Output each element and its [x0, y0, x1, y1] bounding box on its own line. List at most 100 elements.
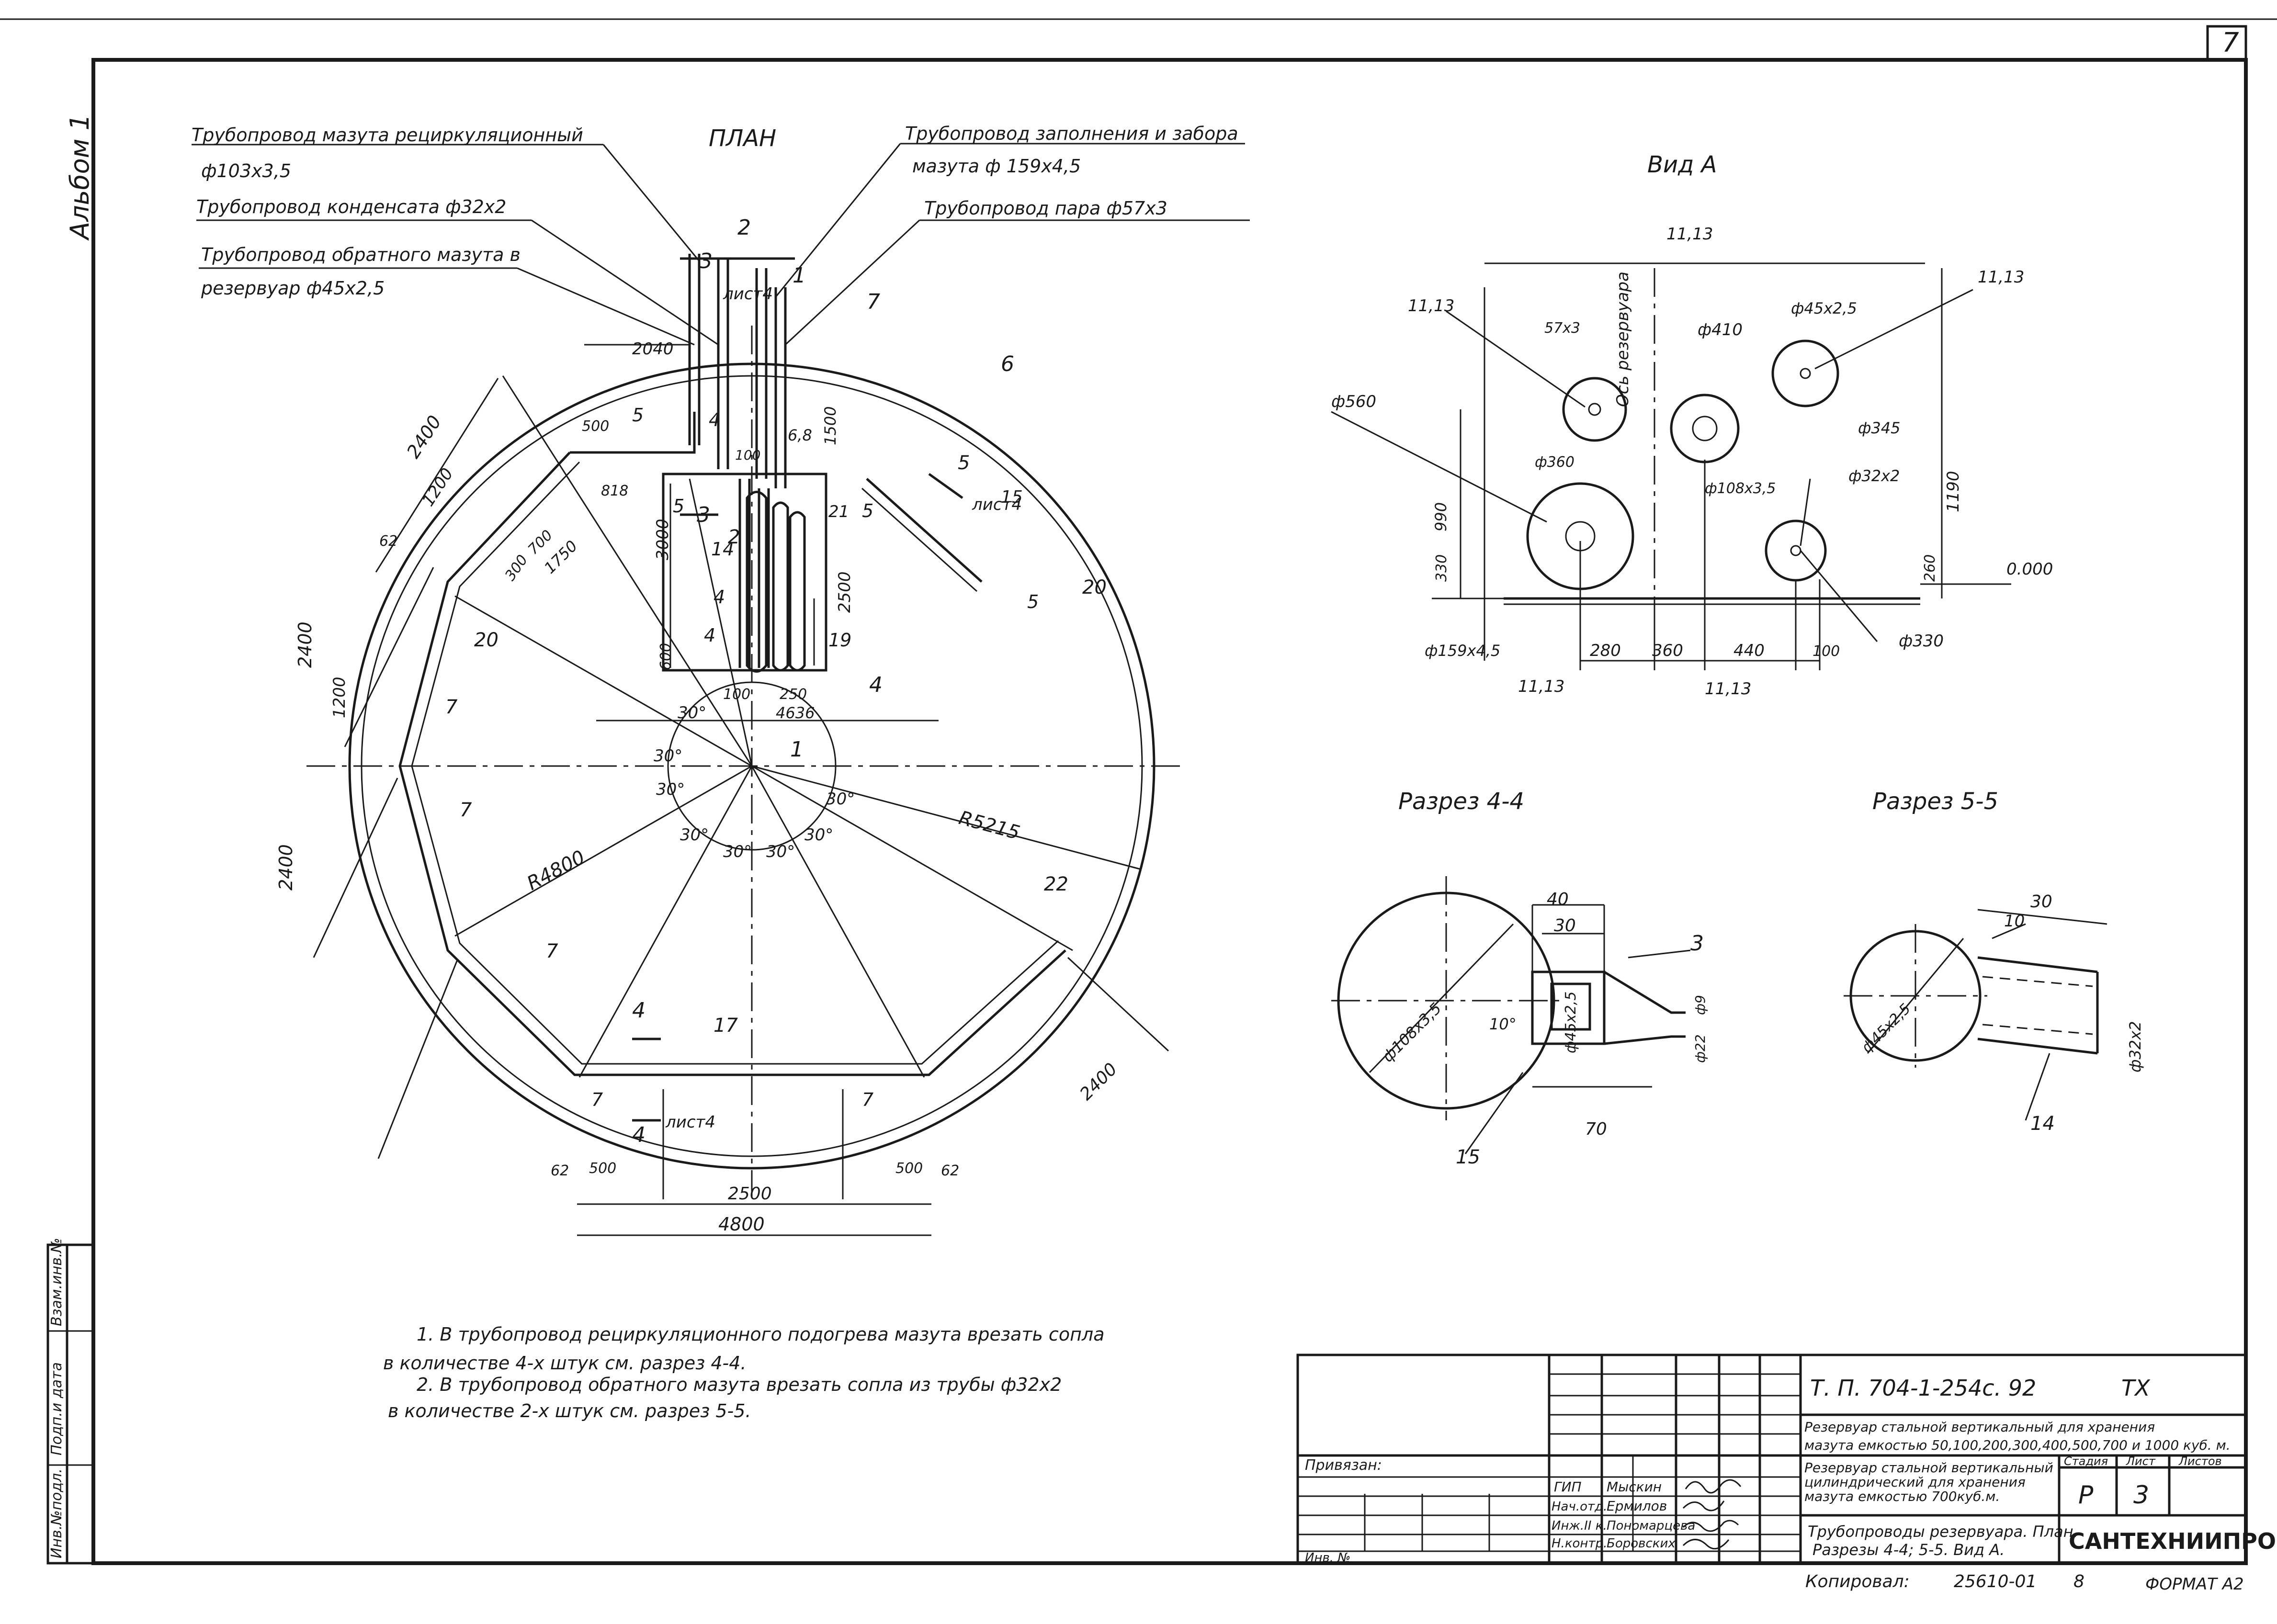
mark-6: 6	[1001, 352, 1014, 376]
label-d345: ф345	[1858, 419, 1900, 437]
mark-2-mid: 2	[728, 526, 740, 548]
mark-3-top: 3	[699, 249, 713, 273]
mark-2-top: 2	[737, 215, 751, 240]
tb-inv: Инв. №	[1305, 1551, 1350, 1565]
title-block: Т. П. 704-1-254с. 92 ТХ Резервуар стальн…	[1296, 1353, 2277, 1565]
angle-30-e: 30°	[723, 842, 752, 861]
tb-name-3: Пономарцева	[1607, 1519, 1695, 1533]
sheet-ref-b: лист4	[972, 495, 1022, 514]
tb-role-4: Н.контр.	[1552, 1536, 1607, 1551]
dim-4800: 4800	[718, 1214, 765, 1235]
dim-r5215: R5215	[956, 807, 1022, 844]
s55-dim-30: 30	[2030, 892, 2052, 912]
mark-7-c: 7	[546, 940, 558, 962]
mark-17: 17	[714, 1015, 738, 1037]
dim-2500-h: 2500	[728, 1184, 772, 1204]
dim-1190: 1190	[1944, 471, 1963, 512]
label-57x3: 57х3	[1544, 320, 1580, 337]
mark-5-b: 5	[673, 496, 684, 517]
sheet-ref-c: лист4	[665, 1113, 715, 1132]
dim-330: 330	[1433, 554, 1450, 582]
copied-label: Копировал:	[1805, 1572, 1910, 1591]
album-label: Альбом 1	[65, 114, 95, 241]
callout-recirculation-size: ф103х3,5	[201, 160, 291, 181]
sheet-ref-a: лист4	[723, 284, 773, 304]
tb-code: Т. П. 704-1-254с. 92	[1810, 1375, 2036, 1401]
note-2-line-1: 2. В трубопровод обратного мазута врезат…	[417, 1374, 1062, 1395]
tank-axis-label: Ось резервуара	[1613, 271, 1632, 407]
dim-2400-b: 2400	[295, 621, 316, 668]
tb-sheet-no: 3	[2133, 1481, 2149, 1510]
dim-300: 300	[502, 552, 532, 584]
mark-7-a: 7	[445, 696, 458, 718]
mark-1-top: 1	[793, 263, 806, 288]
tb-sheet-title-2: Разрезы 4-4; 5-5. Вид А.	[1813, 1541, 2005, 1559]
dim-1500: 1500	[821, 406, 839, 445]
dim-2400-a: 2400	[403, 412, 446, 462]
label-d330: ф330	[1899, 632, 1944, 651]
mark-4-coil: 4	[714, 586, 725, 608]
callout-fill-draw: Трубопровод заполнения и забора	[905, 123, 1238, 144]
tb-col-stage: Стадия	[2064, 1455, 2108, 1468]
level-zero: 0.000	[2006, 560, 2053, 579]
dim-500-b: 500	[589, 1160, 616, 1177]
note-1-line-1: 1. В трубопровод рециркуляционного подог…	[417, 1324, 1105, 1345]
mark-3-mid: 3	[697, 503, 710, 527]
side-stamp-sign: Подп.и дата	[48, 1362, 65, 1455]
mark-4-pipe: 4	[709, 409, 720, 430]
dim-4636: 4636	[776, 704, 815, 722]
copied-page: 8	[2073, 1572, 2084, 1591]
angle-30-h: 30°	[826, 789, 855, 809]
tb-role-1: ГИП	[1554, 1479, 1582, 1495]
mark-4-sect-b: 4	[632, 1123, 646, 1147]
tb-object-3: мазута емкостью 700куб.м.	[1804, 1489, 2000, 1504]
label-d410: ф410	[1698, 320, 1743, 339]
mark-5-d: 5	[1027, 591, 1039, 612]
dim-100: 100	[723, 686, 750, 703]
s44-dim-40: 40	[1547, 890, 1569, 909]
side-stamp: Инв.№подл. Подп.и дата Взам.инв.№	[46, 1238, 95, 1565]
angle-30-d: 30°	[680, 825, 709, 845]
tb-project-2: мазута емкостью 50,100,200,300,400,500,7…	[1804, 1437, 2231, 1453]
s44-d9: ф9	[1692, 995, 1708, 1015]
view-a: Вид А Ось резервуара	[1331, 151, 2053, 699]
tb-role-2: Нач.отд.	[1552, 1500, 1607, 1514]
dim-440: 440	[1733, 641, 1765, 660]
mark-20-b: 20	[1082, 576, 1107, 598]
s44-angle: 10°	[1489, 1015, 1517, 1033]
s55-dim-10: 10	[2004, 912, 2025, 931]
dim-2400-c: 2400	[275, 844, 296, 891]
dim-260: 260	[1922, 554, 1938, 582]
mark-7-e: 7	[862, 1089, 873, 1110]
s44-d45: ф45х2,5	[1563, 992, 1579, 1053]
mark-7-b: 7	[460, 799, 472, 821]
mark-19: 19	[828, 630, 851, 651]
label-d45: ф45х2,5	[1791, 299, 1857, 317]
mark-20-a: 20	[474, 629, 498, 651]
mark-7-top: 7	[867, 290, 880, 314]
section-55-title: Разрез 5-5	[1872, 788, 1998, 815]
s55-d45: ф45х2,5	[1858, 1000, 1914, 1056]
callout-steam: Трубопровод пара ф57х3	[924, 198, 1167, 219]
dim-360: 360	[1652, 641, 1683, 660]
size-6-8: 6,8	[788, 426, 812, 444]
s44-mark-15: 15	[1456, 1146, 1480, 1168]
mark-5-a: 5	[632, 405, 644, 426]
angle-30-b: 30°	[654, 746, 682, 766]
angle-30-f: 30°	[766, 842, 795, 861]
dim-2040: 2040	[632, 339, 674, 359]
mark-4-sect-a: 4	[632, 998, 646, 1023]
label-d108: ф108х3,5	[1705, 480, 1776, 497]
size-100: 100	[735, 447, 760, 463]
mark-5-sect: 5	[958, 452, 970, 474]
format-label: ФОРМАТ А2	[2145, 1575, 2244, 1594]
callout-condensate: Трубопровод конденсата ф32х2	[196, 196, 506, 217]
s44-mark-3: 3	[1690, 931, 1704, 956]
copied-order: 25610-01	[1954, 1572, 2037, 1591]
dim-r4800: R4800	[523, 846, 589, 894]
s44-dim-70: 70	[1585, 1119, 1607, 1139]
tb-organization: САНТЕХНИИПРОЕКТ	[2069, 1528, 2277, 1554]
tb-col-sheet: Лист	[2126, 1455, 2156, 1468]
